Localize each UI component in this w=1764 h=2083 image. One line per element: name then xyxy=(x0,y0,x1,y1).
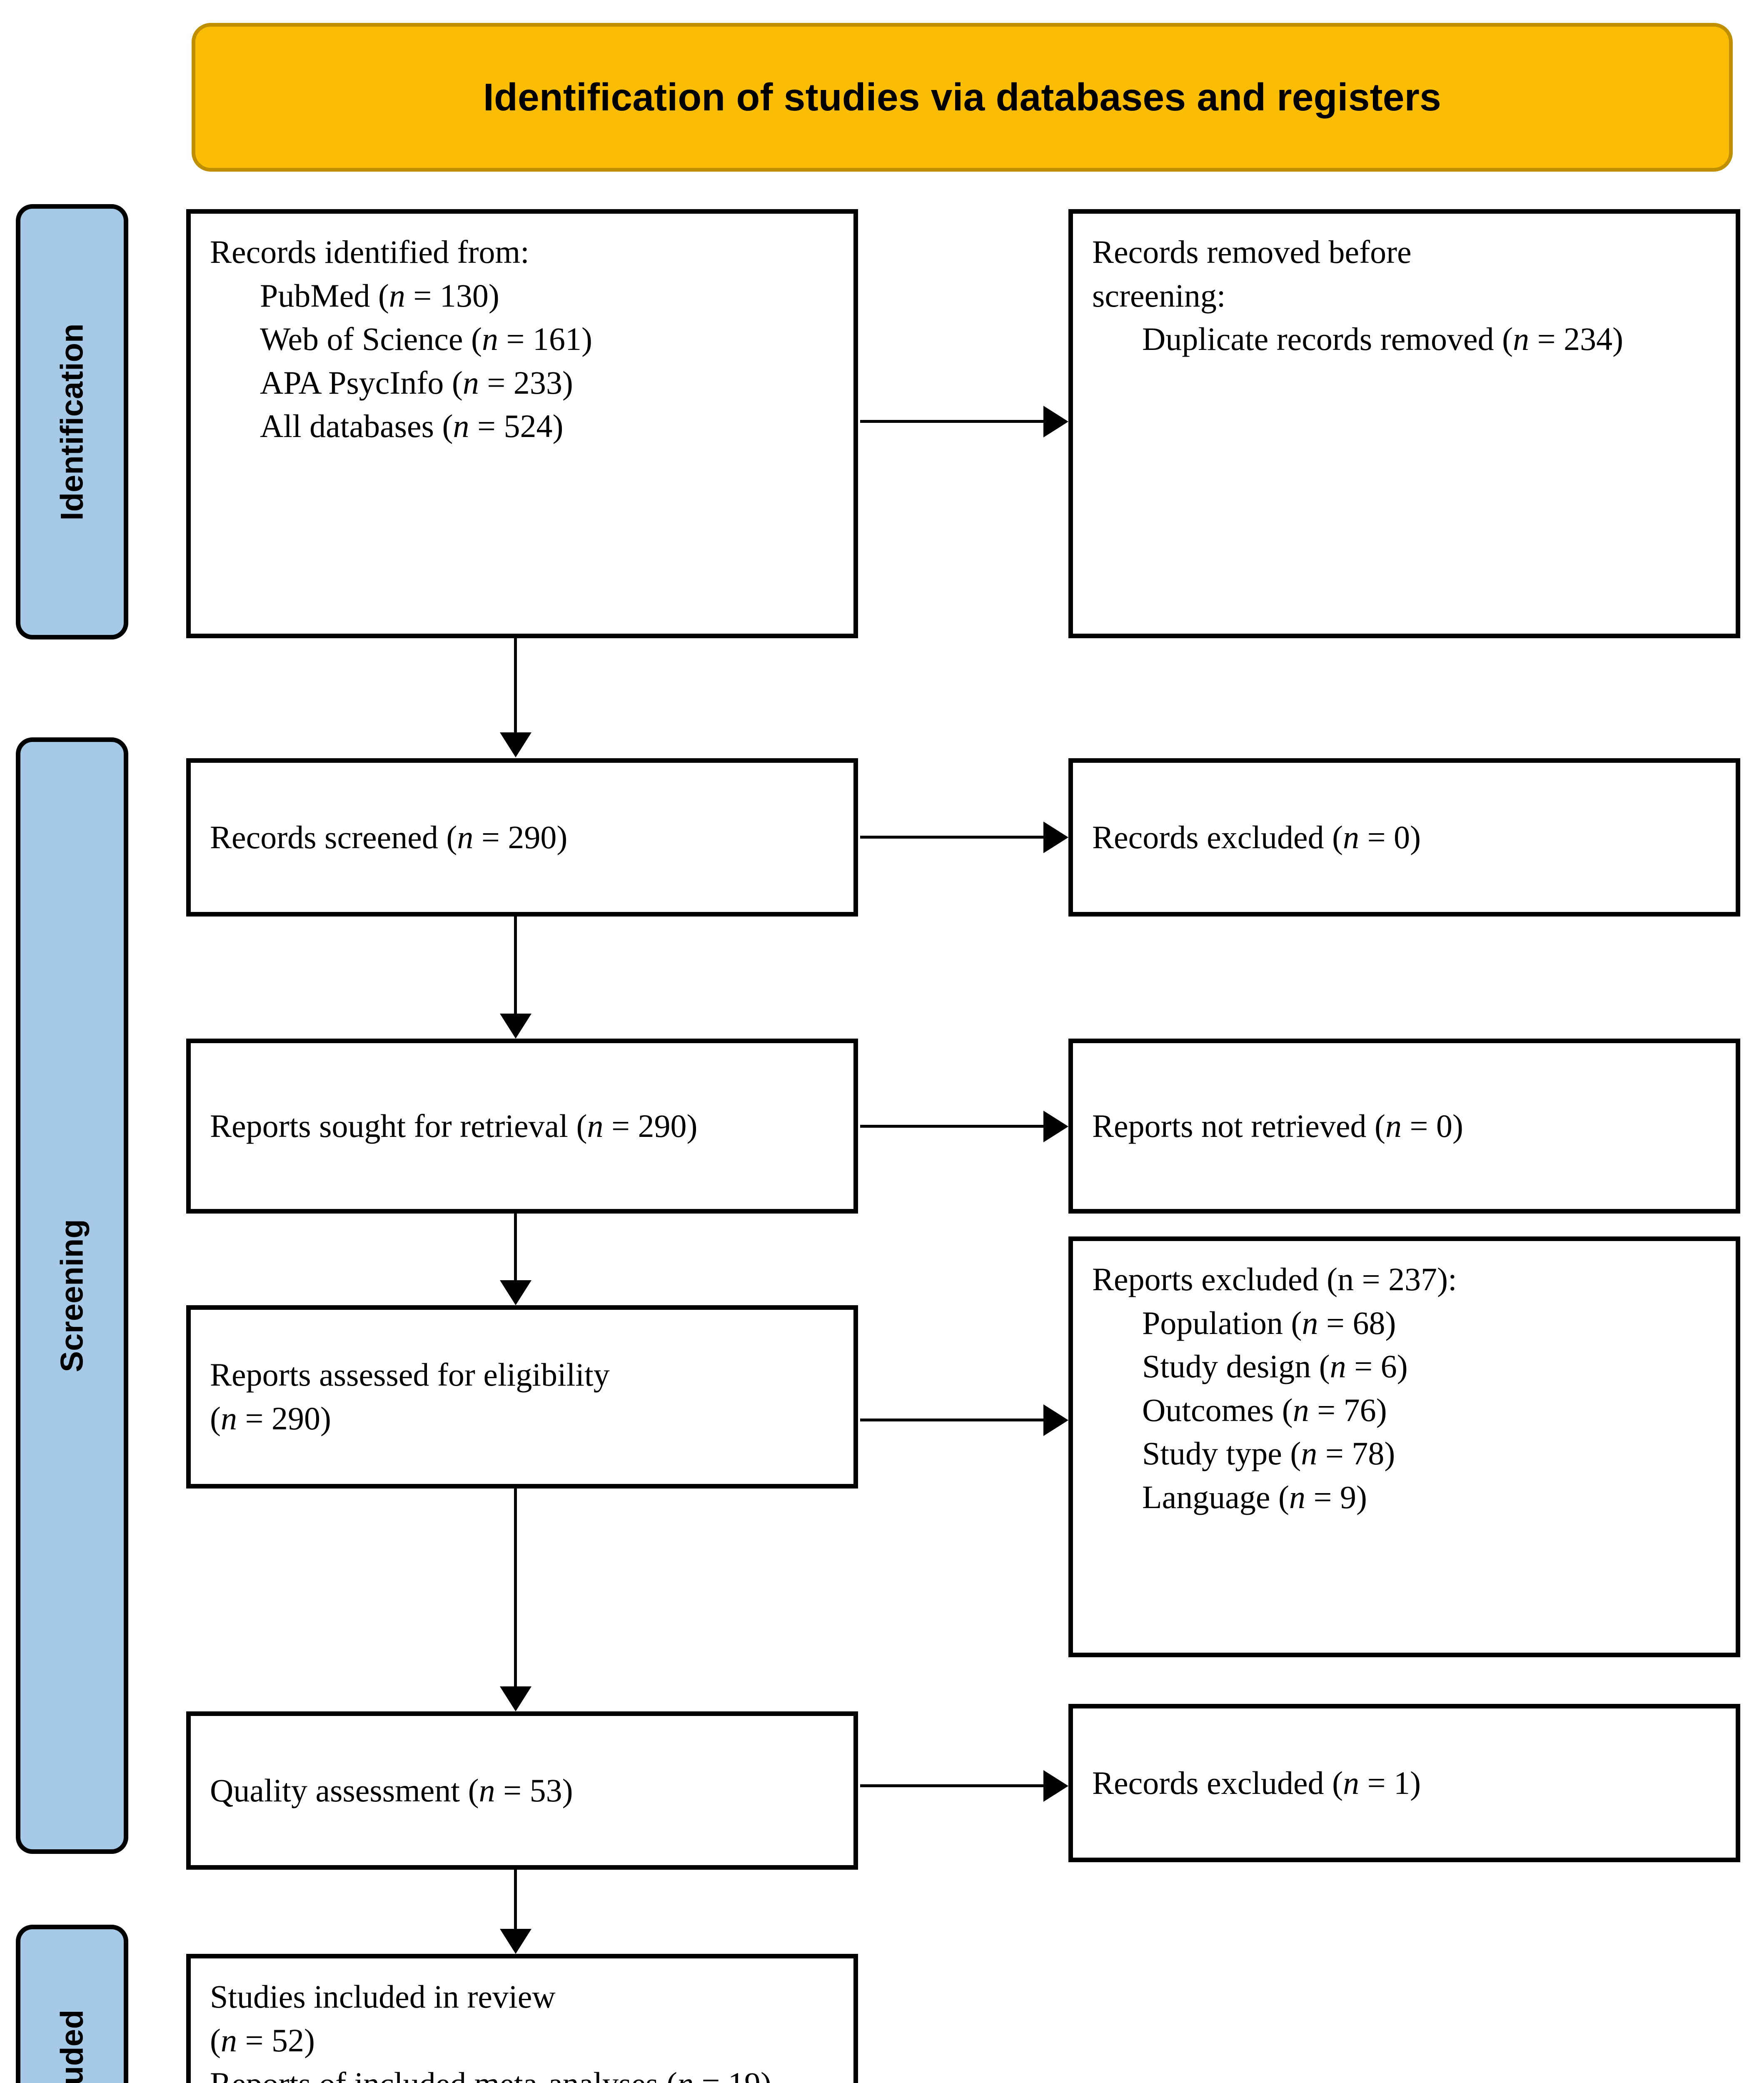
stage-rail-screening: Screening xyxy=(16,737,128,1854)
arrowhead-identified-to-screened xyxy=(500,732,531,757)
source-all-databases: All databases (n = 524) xyxy=(260,408,564,445)
connector-sought-to-assessed xyxy=(514,1214,517,1280)
records-screened-text: Records screened (n = 290) xyxy=(210,819,568,855)
header-banner: Identification of studies via databases … xyxy=(192,23,1733,172)
arrowhead-quality-to-excluded-one xyxy=(1043,1770,1068,1802)
reports-not-retrieved-text: Reports not retrieved (n = 0) xyxy=(1092,1107,1463,1144)
stage-label-screening: Screening xyxy=(54,1219,90,1372)
records-excluded-one-text: Records excluded (n = 1) xyxy=(1092,1764,1421,1801)
reports-assessed-count: (n = 290) xyxy=(210,1400,331,1436)
source-pubmed: PubMed (n = 130) xyxy=(260,277,499,314)
box-reports-not-retrieved: Reports not retrieved (n = 0) xyxy=(1068,1039,1740,1214)
reports-assessed-label: Reports assessed for eligibility xyxy=(210,1356,610,1393)
box-reports-assessed: Reports assessed for eligibility (n = 29… xyxy=(186,1305,858,1489)
quality-assessment-text: Quality assessment (n = 53) xyxy=(210,1772,573,1808)
records-identified-heading: Records identified from: xyxy=(210,234,529,270)
box-records-removed: Records removed before screening: Duplic… xyxy=(1068,209,1740,638)
connector-assessed-to-quality xyxy=(514,1489,517,1686)
studies-included-count: (n = 52) xyxy=(210,2022,315,2058)
arrowhead-sought-to-assessed xyxy=(500,1280,531,1305)
arrowhead-quality-to-included xyxy=(500,1929,531,1954)
reason-language: Language (n = 9) xyxy=(1142,1479,1367,1515)
stage-label-identification: Identification xyxy=(54,323,90,520)
arrowhead-screened-to-excluded xyxy=(1043,822,1068,853)
records-removed-heading-line1: Records removed before xyxy=(1092,234,1412,270)
source-web-of-science: Web of Science (n = 161) xyxy=(260,321,592,357)
studies-included-label: Studies included in review xyxy=(210,1978,556,2015)
duplicate-records-removed: Duplicate records removed (n = 234) xyxy=(1142,321,1624,357)
arrowhead-assessed-to-reports-excluded xyxy=(1043,1404,1068,1436)
arrowhead-identified-to-removed xyxy=(1043,406,1068,437)
connector-assessed-to-reports-excluded xyxy=(860,1419,1043,1421)
stage-label-included: Included xyxy=(54,2009,90,2083)
records-removed-heading-line2: screening: xyxy=(1092,277,1226,314)
connector-quality-to-excluded-one xyxy=(860,1784,1043,1787)
reports-excluded-heading: Reports excluded (n = 237): xyxy=(1092,1261,1457,1297)
connector-identified-to-screened xyxy=(514,638,517,732)
reports-meta-analyses: Reports of included meta-analyses (n = 1… xyxy=(210,2062,834,2083)
source-apa-psycinfo: APA PsycInfo (n = 233) xyxy=(260,364,573,401)
box-reports-sought: Reports sought for retrieval (n = 290) xyxy=(186,1039,858,1214)
connector-quality-to-included xyxy=(514,1870,517,1929)
reason-outcomes: Outcomes (n = 76) xyxy=(1142,1391,1387,1428)
stage-rail-identification: Identification xyxy=(16,204,128,639)
stage-rail-included: Included xyxy=(16,1925,128,2083)
arrowhead-screened-to-sought xyxy=(500,1014,531,1039)
reason-study-type: Study type (n = 78) xyxy=(1142,1435,1395,1472)
reason-population: Population (n = 68) xyxy=(1142,1304,1396,1341)
connector-identified-to-removed xyxy=(860,420,1043,423)
connector-sought-to-not-retrieved xyxy=(860,1125,1043,1128)
arrowhead-assessed-to-quality xyxy=(500,1686,531,1711)
page-title: Identification of studies via databases … xyxy=(483,75,1442,119)
box-quality-assessment: Quality assessment (n = 53) xyxy=(186,1711,858,1870)
records-excluded-text: Records excluded (n = 0) xyxy=(1092,819,1421,855)
box-records-screened: Records screened (n = 290) xyxy=(186,758,858,917)
connector-screened-to-sought xyxy=(514,917,517,1014)
box-records-excluded-one: Records excluded (n = 1) xyxy=(1068,1704,1740,1862)
arrowhead-sought-to-not-retrieved xyxy=(1043,1111,1068,1142)
box-records-identified: Records identified from: PubMed (n = 130… xyxy=(186,209,858,638)
box-reports-excluded: Reports excluded (n = 237): Population (… xyxy=(1068,1236,1740,1657)
reports-sought-text: Reports sought for retrieval (n = 290) xyxy=(210,1107,698,1144)
box-studies-included: Studies included in review (n = 52) Repo… xyxy=(186,1954,858,2083)
reason-study-design: Study design (n = 6) xyxy=(1142,1348,1408,1385)
connector-screened-to-excluded xyxy=(860,836,1043,839)
box-records-excluded: Records excluded (n = 0) xyxy=(1068,758,1740,917)
